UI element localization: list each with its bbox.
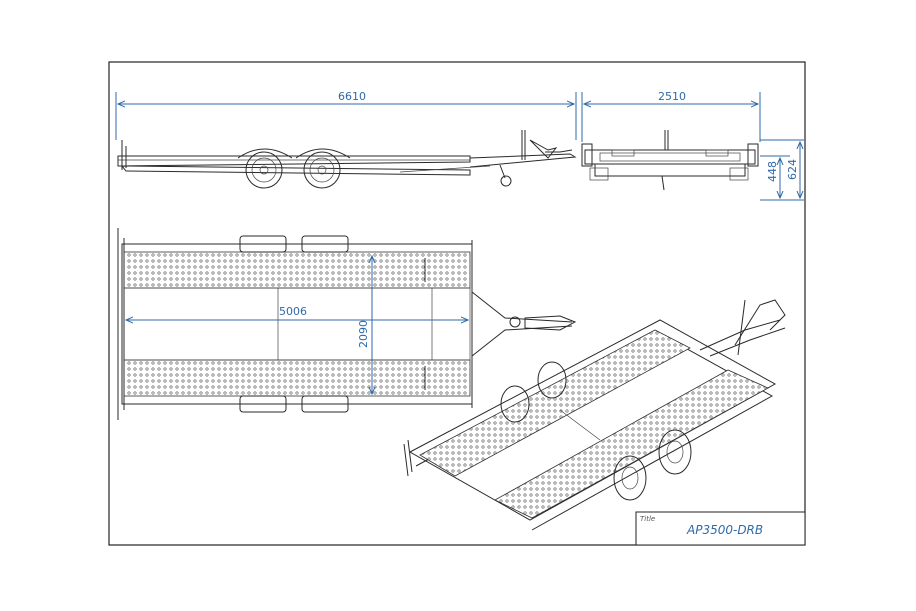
iso-wheel-1 — [613, 455, 647, 501]
wheel-rear — [303, 151, 341, 189]
title-block-label: Title — [640, 515, 655, 523]
title-block-value: AP3500-DRB — [686, 523, 763, 537]
dim-2510-label: 2510 — [658, 90, 686, 103]
side-view — [117, 130, 577, 189]
dimension-overall-length: 6610 — [115, 90, 577, 140]
top-view — [117, 228, 577, 420]
wheel-front — [245, 151, 283, 189]
dim-5006-label: 5006 — [279, 305, 307, 318]
front-view — [581, 130, 759, 191]
iso-ramp-left — [419, 329, 691, 477]
dim-624-label: 624 — [786, 159, 799, 180]
isometric-view — [403, 299, 786, 531]
dim-2090-label: 2090 — [357, 320, 370, 348]
ramp-top — [123, 251, 471, 289]
dim-6610-label: 6610 — [338, 90, 366, 103]
drawing-frame — [108, 61, 806, 546]
iso-wheel-2 — [658, 429, 692, 475]
ramp-bottom — [123, 359, 471, 397]
iso-ramp-right — [494, 369, 769, 519]
dimension-heights: 448 624 — [760, 139, 804, 201]
title-block: Title AP3500-DRB — [635, 511, 806, 546]
dim-448-label: 448 — [766, 161, 779, 182]
dimension-overall-width: 2510 — [581, 90, 761, 142]
dimension-bed: 5006 2090 — [126, 256, 468, 394]
